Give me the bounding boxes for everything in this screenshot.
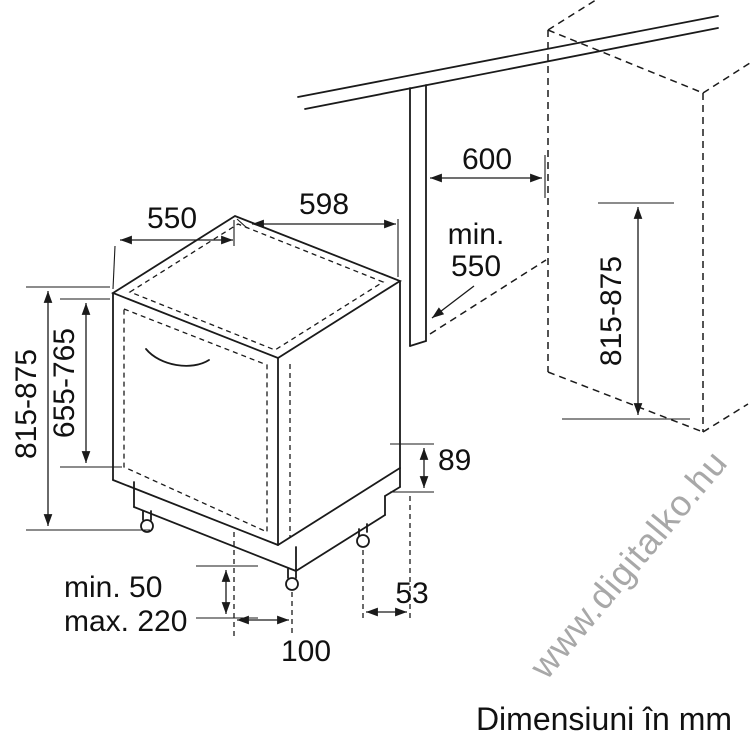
door-handle-arc <box>145 348 210 367</box>
label-niche-width: 600 <box>462 143 512 176</box>
label-plinth-max: max. 220 <box>64 605 187 638</box>
foot-front-right <box>285 577 299 591</box>
niche-dashed-outline <box>429 0 750 433</box>
label-rear-foot-setback: 53 <box>395 577 428 610</box>
dim-base-rear-height: 89 <box>390 443 471 493</box>
watermark-text: www.digitalko.hu <box>521 442 736 687</box>
dim-plinth-height: min. 50 max. 220 <box>64 565 258 638</box>
dim-top-depth: 550 <box>112 202 235 290</box>
dishwasher-front-face <box>112 292 279 546</box>
dim-niche-width: 600 <box>430 143 542 183</box>
adjustable-feet <box>140 510 370 591</box>
label-door-height: 655-765 <box>48 328 81 438</box>
dim-door-height: 655-765 <box>48 298 122 468</box>
label-base-rear-height: 89 <box>438 444 471 477</box>
label-niche-height: 815-875 <box>595 256 628 366</box>
niche-side-panel <box>409 84 546 347</box>
door-outline-dashed <box>123 308 268 534</box>
label-niche-depth-min: min. <box>448 218 505 251</box>
dim-front-foot-setback: 100 <box>233 532 331 668</box>
dim-top-width: 598 <box>236 188 399 277</box>
dishwasher-side-face <box>277 280 401 546</box>
units-label: Dimensiuni în mm <box>476 701 732 737</box>
dishwasher-body <box>111 214 402 591</box>
label-plinth-min: min. 50 <box>64 571 162 604</box>
dim-rear-foot-setback: 53 <box>362 496 429 622</box>
dim-niche-height: 815-875 <box>562 202 690 420</box>
foot-front-left <box>140 519 154 533</box>
foot-rear <box>356 534 370 548</box>
label-appliance-height: 815-875 <box>10 349 43 459</box>
label-front-foot-setback: 100 <box>281 635 331 668</box>
countertop-lines <box>297 15 719 110</box>
label-niche-depth-value: 550 <box>451 250 501 283</box>
label-top-width: 598 <box>299 188 349 221</box>
label-top-depth: 550 <box>147 202 197 235</box>
dishwasher-top-face <box>111 214 402 360</box>
dim-appliance-height: 815-875 <box>10 286 150 531</box>
dim-niche-depth: min. 550 <box>431 218 505 319</box>
